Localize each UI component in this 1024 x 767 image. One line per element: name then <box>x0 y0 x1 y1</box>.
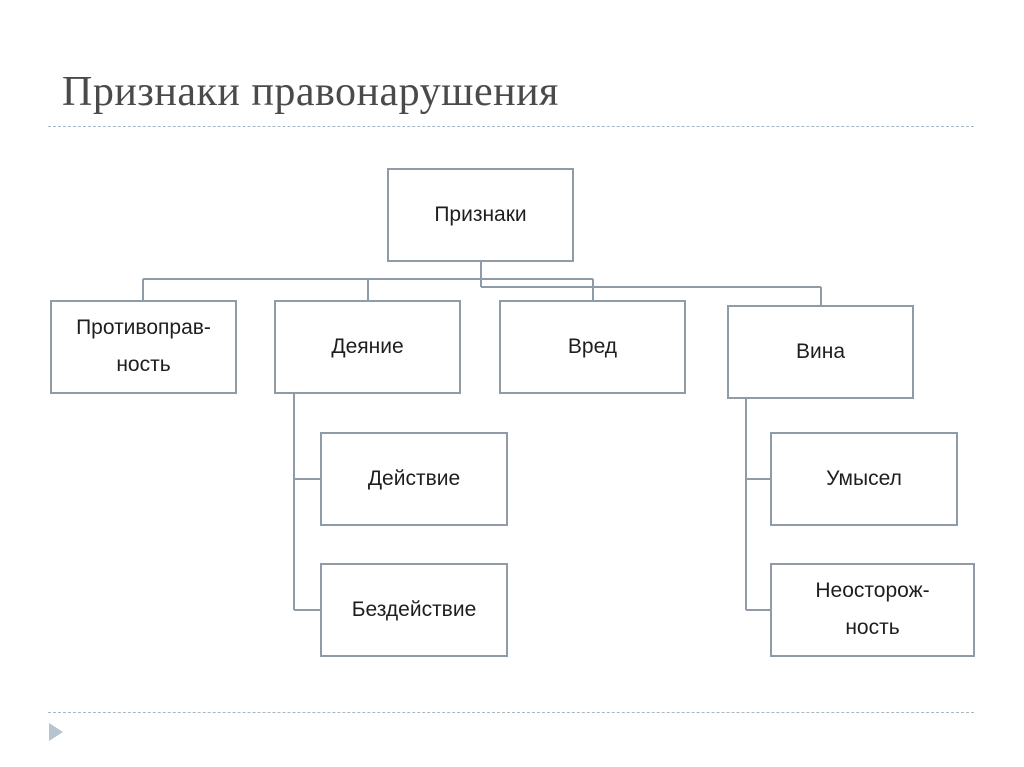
node-umysel: Умысел <box>770 432 958 526</box>
slide-title: Признаки правонарушения <box>62 69 559 115</box>
node-protivopravnost: Противоправ- ность <box>50 300 237 394</box>
root-node: Признаки <box>387 168 574 262</box>
node-label: Вред <box>567 334 618 358</box>
node-deystvie: Действие <box>320 432 508 526</box>
node-vina: Вина <box>727 305 914 399</box>
node-deyanie: Деяние <box>274 300 461 394</box>
node-neostorozhnost: Неосторож- ность <box>770 563 975 657</box>
node-label: Деяние <box>331 334 404 358</box>
node-label: Действие <box>367 466 461 490</box>
node-label: Вина <box>795 339 845 363</box>
node-bezdeystvie: Бездействие <box>320 563 508 657</box>
node-label: Бездействие <box>351 597 477 621</box>
root-node-label: Признаки <box>434 202 527 226</box>
node-vred: Вред <box>499 300 686 394</box>
node-label: Неосторож- ность <box>815 579 930 639</box>
triangle-right-icon[interactable] <box>48 722 64 742</box>
node-label: Умысел <box>826 466 902 490</box>
top-divider <box>48 126 974 127</box>
bottom-divider <box>48 712 974 713</box>
node-label: Противоправ- ность <box>76 316 211 376</box>
